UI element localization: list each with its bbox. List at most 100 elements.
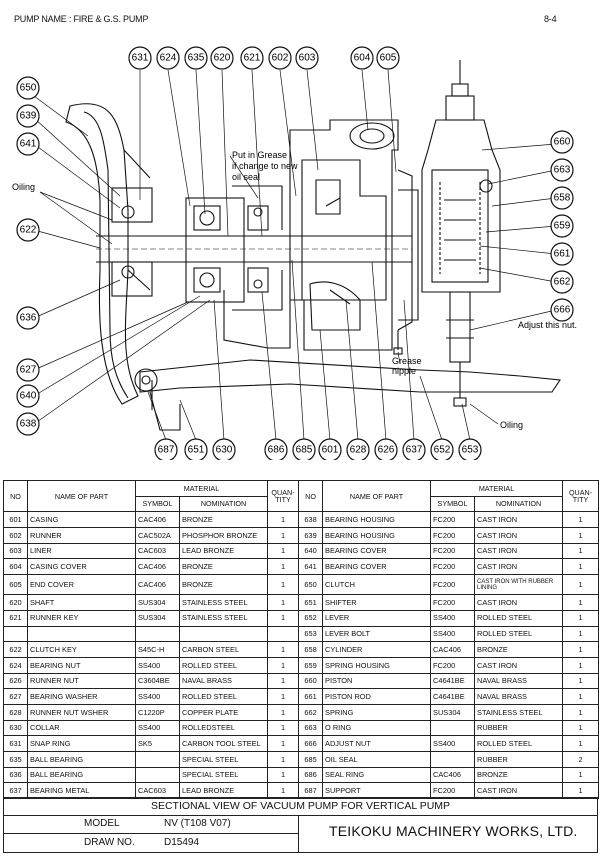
table-cell: 626: [3, 672, 28, 690]
col-quantity-right: QUAN-TITY: [562, 479, 600, 513]
table-cell: CAC502A: [135, 527, 180, 544]
callout-label: 641: [20, 139, 37, 150]
callout-label: 638: [20, 419, 37, 430]
table-cell: 1: [562, 688, 600, 705]
table-cell: SPRING HOUSING: [322, 656, 432, 674]
table-cell: SUS304: [135, 594, 180, 611]
table-cell: 661: [298, 688, 324, 705]
callout-label: 653: [462, 445, 479, 456]
table-cell: 1: [267, 558, 300, 576]
callout-603: 603: [295, 46, 319, 70]
table-cell: BEARING WASHER: [27, 688, 136, 705]
callout-685: 685: [292, 438, 316, 460]
callout-label: 620: [214, 53, 231, 64]
table-cell: 1: [562, 511, 600, 529]
table-cell: 687: [298, 782, 324, 800]
table-cell: SEAL RING: [322, 766, 432, 784]
table-cell: STAINLESS STEEL: [474, 703, 564, 721]
table-cell: CYLINDER: [322, 641, 432, 658]
table-cell: SS400: [135, 688, 180, 705]
callout-627: 627: [16, 358, 40, 382]
callout-635: 635: [184, 46, 208, 70]
table-cell: LINER: [27, 542, 136, 560]
table-cell: 1: [562, 735, 600, 752]
table-cell: END COVER: [27, 574, 136, 596]
table-cell: STAINLESS STEEL: [178, 594, 269, 611]
company-name: TEIKOKU MACHINERY WORKS, LTD.: [329, 823, 578, 839]
table-cell: PHOSPHOR BRONZE: [178, 527, 269, 544]
table-cell: SUS304: [430, 703, 476, 721]
oiling-note-right: Oiling: [500, 420, 523, 430]
table-cell: 1: [562, 672, 600, 690]
table-cell: PISTON ROD: [322, 688, 432, 705]
callout-label: 622: [20, 225, 37, 236]
table-cell: 638: [298, 511, 324, 529]
table-cell: ROLLED STEEL: [474, 625, 564, 643]
table-cell: SK5: [135, 735, 180, 752]
callout-658: 658: [550, 186, 574, 210]
table-cell: 660: [298, 672, 324, 690]
callout-label: 628: [350, 445, 367, 456]
table-cell: FC200: [430, 527, 476, 544]
table-cell: SHAFT: [27, 594, 136, 611]
table-cell: 1: [562, 527, 600, 544]
callout-653: 653: [458, 438, 482, 460]
col-nomination: NOMINATION: [178, 495, 269, 513]
table-cell: [135, 751, 180, 768]
table-cell: COPPER PLATE: [178, 703, 269, 721]
table-cell: 1: [267, 542, 300, 560]
callout-label: 624: [160, 53, 177, 64]
table-cell: RUNNER: [27, 527, 136, 544]
table-cell: 622: [3, 641, 28, 658]
table-cell: 1: [562, 542, 600, 560]
table-cell: 1: [267, 688, 300, 705]
table-cell: ROLLED STEEL: [474, 609, 564, 627]
table-cell: BRONZE: [178, 511, 269, 529]
callout-label: 640: [20, 391, 37, 402]
table-cell: CAST IRON WITH RUBBER LINING: [474, 574, 564, 596]
callout-601: 601: [318, 438, 342, 460]
table-cell: LEVER: [322, 609, 432, 627]
table-cell: CAST IRON: [474, 511, 564, 529]
table-cell: 1: [267, 574, 300, 596]
table-cell: 636: [3, 766, 28, 784]
oiling-note-left: Oiling: [12, 182, 35, 192]
draw-no-value: D15494: [164, 837, 200, 848]
callout-label: 602: [272, 53, 289, 64]
table-cell: 604: [3, 558, 28, 576]
table-cell: BEARING HOUSING: [322, 511, 432, 529]
callout-label: 626: [378, 445, 395, 456]
table-cell: C3604BE: [135, 672, 180, 690]
table-cell: CAC603: [135, 542, 180, 560]
table-cell: [267, 625, 300, 643]
drawing-linework: [65, 60, 561, 431]
table-cell: 1: [562, 609, 600, 627]
callout-label: 661: [554, 249, 571, 260]
table-cell: 1: [562, 656, 600, 674]
table-cell: RUBBER: [474, 719, 564, 737]
table-cell: COLLAR: [27, 719, 136, 737]
table-cell: ROLLED STEEL: [474, 735, 564, 752]
table-cell: 602: [3, 527, 28, 544]
parts-table: NO NAME OF PART MATERIAL QUAN-TITY NO NA…: [3, 479, 600, 800]
table-cell: 652: [298, 609, 324, 627]
callout-label: 687: [158, 445, 175, 456]
title-footer: SECTIONAL VIEW OF VACUUM PUMP FOR VERTIC…: [3, 797, 598, 854]
col-material-right: MATERIAL: [430, 480, 564, 497]
table-cell: CAST IRON: [474, 542, 564, 560]
table-cell: 1: [562, 625, 600, 643]
callout-639: 639: [16, 104, 40, 128]
draw-no-label: DRAW NO.: [84, 837, 135, 848]
table-cell: 663: [298, 719, 324, 737]
callout-620: 620: [210, 46, 234, 70]
